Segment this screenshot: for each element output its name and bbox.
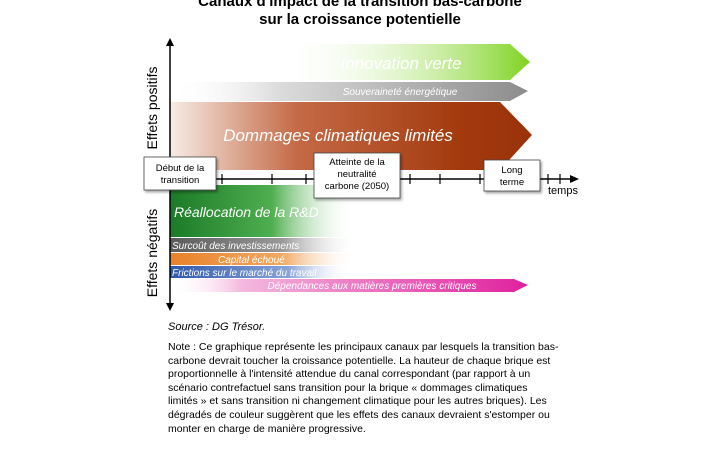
- dommages-climatiques-label: Dommages climatiques limités: [223, 126, 453, 145]
- positive-effects-label: Effets positifs: [144, 66, 160, 149]
- milestone-start: [143, 156, 217, 191]
- surcout-investissements-band: [170, 238, 358, 252]
- note-text: Note : Ce graphique représente les princ…: [168, 341, 559, 435]
- source-text: Source : DG Trésor.: [168, 321, 266, 333]
- title-line-2: sur la croissance potentielle: [259, 11, 461, 28]
- title-line-1: Canaux d'impact de la transition bas-car…: [198, 0, 522, 10]
- capital-echoue-band: [170, 253, 356, 265]
- milestone-neutrality-line1: Atteinte de la: [329, 157, 385, 168]
- milestone-long-term: [483, 159, 541, 192]
- frictions-travail-label: Frictions sur le marché du travail: [172, 268, 317, 279]
- souverainete-energetique-band: [170, 82, 528, 101]
- innovation-verte-label: Innovation verte: [341, 54, 462, 73]
- vertical-axis-arrow-down: [166, 303, 174, 311]
- milestone-start-line1: Début de la: [156, 163, 205, 174]
- vertical-axis-arrow-up: [166, 38, 174, 46]
- dependances-matieres-label: Dépendances aux matières premières criti…: [268, 281, 477, 292]
- dommages-climatiques-band: [170, 102, 532, 170]
- reallocation-rd-label: Réallocation de la R&D: [174, 204, 319, 220]
- negative-effects-label: Effets négatifs: [144, 209, 160, 297]
- milestone-start-line2: transition: [161, 175, 200, 186]
- souverainete-energetique-label: Souveraineté énergétique: [343, 87, 458, 98]
- time-axis-arrow: [570, 175, 579, 183]
- milestone-neutrality-line2: neutralité: [337, 169, 376, 180]
- surcout-investissements-label: Surcoût des investissements: [172, 241, 299, 252]
- time-axis-label: temps: [548, 185, 578, 197]
- dependances-matieres-band: [170, 279, 528, 292]
- innovation-verte-band: [170, 44, 530, 80]
- milestone-neutrality: [313, 152, 401, 199]
- milestone-long-line2: terme: [500, 177, 524, 188]
- milestone-long-line1: Long: [501, 165, 522, 176]
- milestone-neutrality-line3: carbone (2050): [325, 181, 389, 192]
- frictions-travail-band: [170, 266, 352, 278]
- capital-echoue-label: Capital échoué: [218, 255, 285, 266]
